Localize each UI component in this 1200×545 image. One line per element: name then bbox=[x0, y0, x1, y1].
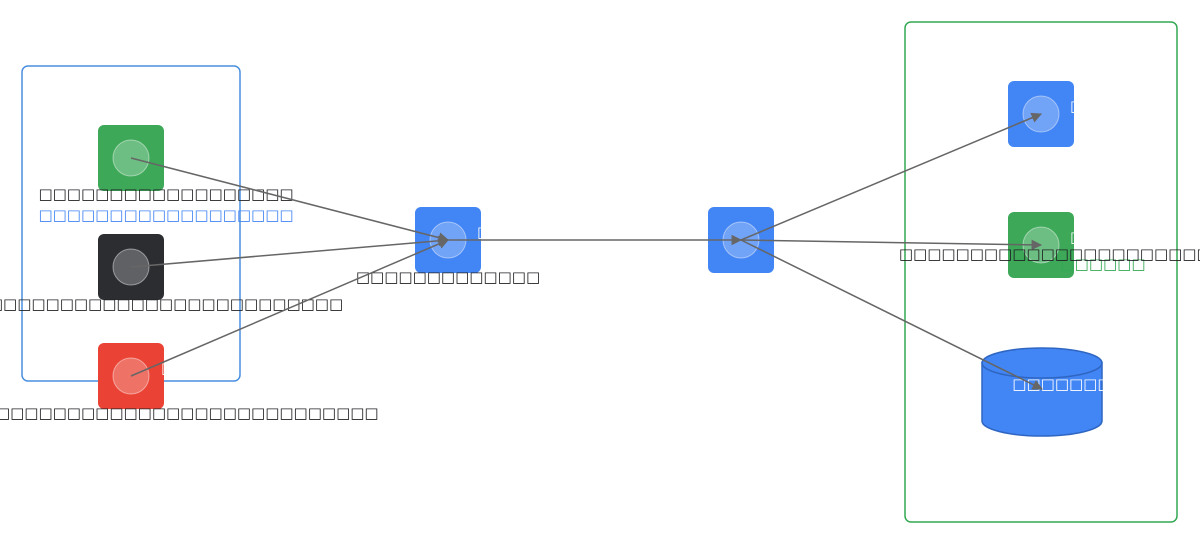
destination-node-green-sublabel: □□□□□□ bbox=[1060, 255, 1145, 273]
edge-green-to-hub-one bbox=[130, 157, 450, 243]
source-node-red-side-label: □ bbox=[161, 359, 175, 377]
destination-group-box bbox=[904, 21, 1178, 523]
edge-hub-two-to-destination-blue bbox=[740, 112, 1042, 241]
destination-database[interactable] bbox=[981, 347, 1103, 437]
source-node-dark-label: □□□□□□□□□□□□□□□□□□□□□□□□□ bbox=[0, 295, 343, 313]
destination-database-label: □□□□□□□□ bbox=[1012, 375, 1125, 393]
source-node-green-sublabel: □□□□□□□□□□□□□□□□□□ bbox=[38, 206, 293, 224]
database-icon bbox=[981, 347, 1103, 437]
edge-red-to-hub-one bbox=[130, 238, 449, 377]
hub-node-one-label: □□□□□□□□□□□□□ bbox=[356, 268, 540, 286]
destination-node-blue-side-label: □ bbox=[1070, 97, 1084, 115]
edge-hub-two-to-database bbox=[740, 239, 1043, 390]
edge-hub-two-to-destination-green bbox=[740, 239, 1043, 251]
destination-node-green-label: □□□□□□□□□□□□□□□□□□□□□□□□□ bbox=[899, 245, 1200, 263]
destination-node-green-side-label: □ bbox=[1070, 228, 1084, 246]
hub-node-one-side-label: □ bbox=[477, 223, 491, 241]
source-node-red-label: □□□□□□□□□□□□□□□□□□□□□□□□□□□□□□ bbox=[0, 404, 379, 422]
source-node-green-label: □□□□□□□□□□□□□□□□□□ bbox=[38, 185, 293, 203]
edge-dark-to-hub-one bbox=[130, 235, 450, 268]
